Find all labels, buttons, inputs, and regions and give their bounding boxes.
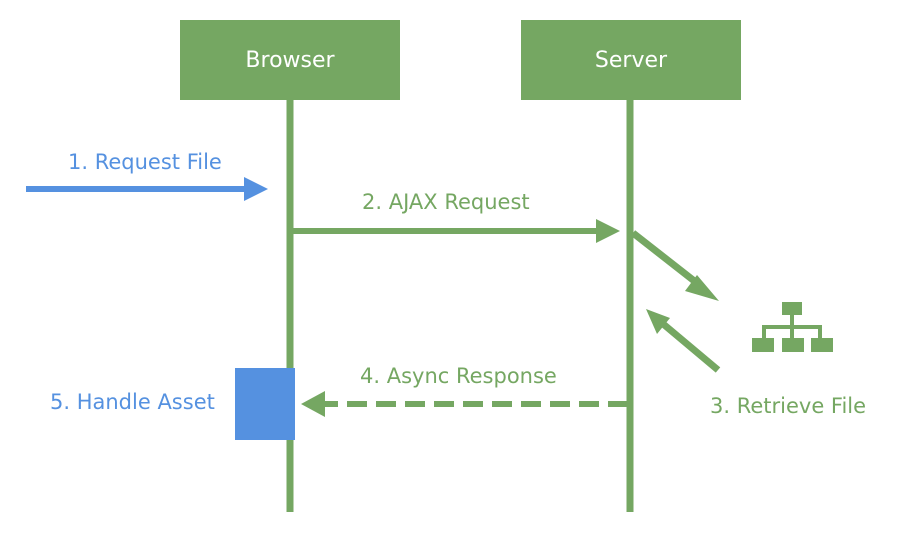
server-actor-label: Server — [594, 47, 668, 73]
retrieve-outbound-arrow — [630, 230, 719, 301]
server-actor: Server — [521, 20, 741, 100]
step-async-response-label: 4. Async Response — [360, 364, 557, 388]
async-response-arrow — [301, 391, 628, 417]
step-ajax-request-label: 2. AJAX Request — [362, 190, 530, 214]
step-handle-asset-label: 5. Handle Asset — [50, 390, 215, 414]
step-retrieve-file-label: 3. Retrieve File — [710, 394, 867, 418]
retrieve-return-arrow — [646, 309, 721, 373]
ajax-request-arrow — [290, 219, 620, 243]
request-file-arrow — [26, 177, 268, 201]
browser-actor-label: Browser — [245, 47, 335, 73]
handle-asset-block — [235, 368, 295, 440]
step-request-file-label: 1. Request File — [68, 150, 222, 174]
browser-actor: Browser — [180, 20, 400, 100]
sitemap-icon — [752, 302, 833, 352]
